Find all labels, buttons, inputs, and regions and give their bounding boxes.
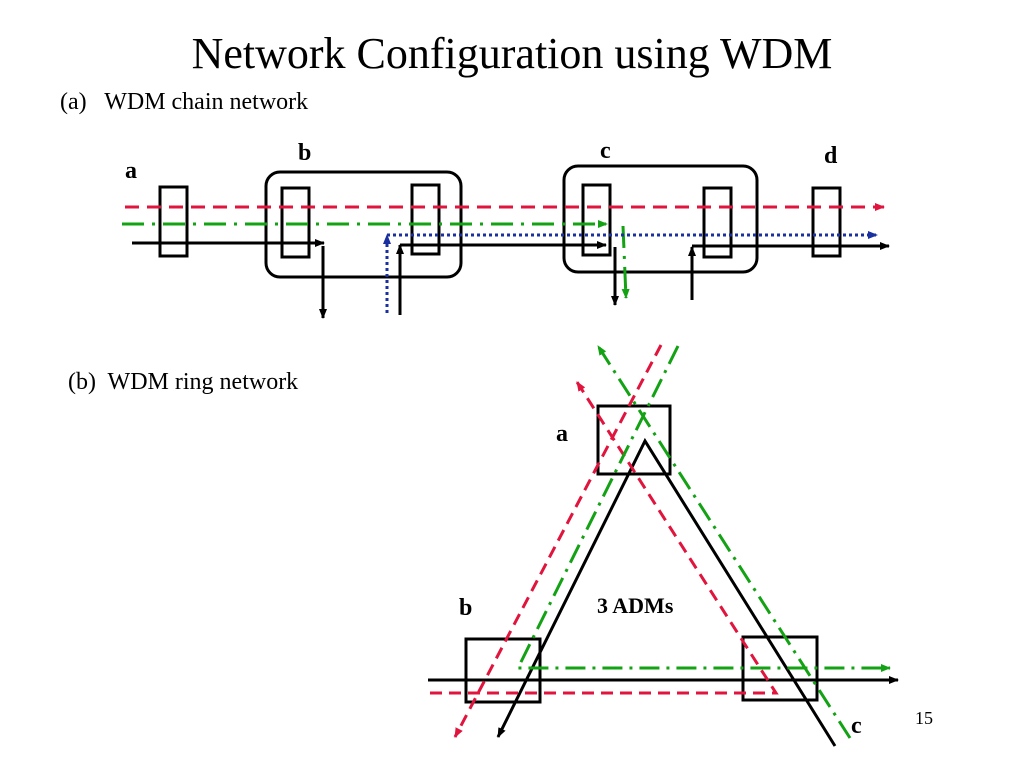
chain-network (122, 164, 890, 319)
ring-adm-b (464, 637, 542, 704)
ring-node-label-b: b (459, 595, 473, 621)
chain-adm-c1 (581, 183, 612, 257)
ring-adm-a (596, 404, 672, 476)
chain-node-c-enclosure (562, 164, 759, 274)
ring-lightpath-green-right (596, 345, 852, 739)
chain-node-label-b: b (298, 140, 312, 166)
ring-network-heading: (b) WDM ring network (68, 369, 299, 395)
slide-title: Network Configuration using WDM (191, 29, 833, 78)
ring-node-label-a: a (556, 421, 568, 447)
ring-node-label-c: c (851, 713, 862, 739)
chain-adm-d (811, 186, 842, 258)
chain-node-label-a: a (125, 158, 137, 184)
chain-adm-c2 (702, 186, 733, 259)
chain-node-label-d: d (824, 143, 838, 169)
chain-adm-b1 (280, 186, 311, 259)
ring-network (428, 344, 899, 747)
ring-lightpath-red-left (453, 344, 663, 738)
ring-lightpath-red-right (430, 381, 779, 695)
ring-center-label: 3 ADMs (597, 593, 674, 618)
ring-lightpath-green-left (515, 345, 891, 672)
chain-lightpath-green-drop (621, 225, 630, 299)
chain-adm-a (158, 185, 189, 258)
chain-network-heading: (a) WDM chain network (60, 89, 309, 115)
chain-adm-b2 (410, 183, 441, 256)
ring-lightpath-black-triangle (496, 437, 837, 747)
page-number: 15 (915, 708, 933, 728)
chain-node-label-c: c (600, 138, 611, 164)
